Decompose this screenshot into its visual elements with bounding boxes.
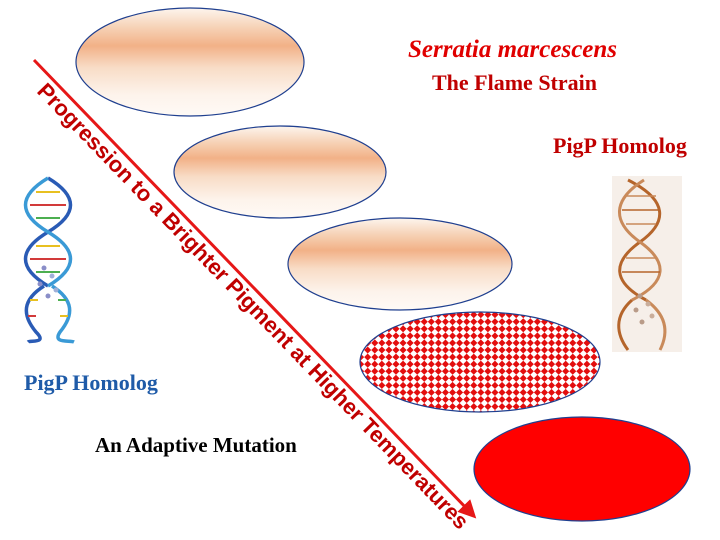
dna-helix-icon	[612, 176, 682, 352]
strain-title: The Flame Strain	[432, 70, 597, 95]
pale-colony-1	[75, 7, 305, 117]
pale-colony-3	[287, 217, 513, 311]
bright-red-colony	[473, 416, 691, 522]
dna-helix-icon	[23, 176, 75, 344]
right-homolog-label: PigP Homolog	[553, 133, 687, 158]
species-title: Serratia marcescens	[408, 36, 618, 63]
checkered-colony	[359, 311, 601, 413]
pale-colony-2	[173, 125, 387, 219]
left-homolog-label: PigP Homolog	[24, 370, 158, 395]
progression-arrow	[32, 58, 477, 519]
adaptive-mutation-caption: An Adaptive Mutation	[95, 433, 297, 457]
